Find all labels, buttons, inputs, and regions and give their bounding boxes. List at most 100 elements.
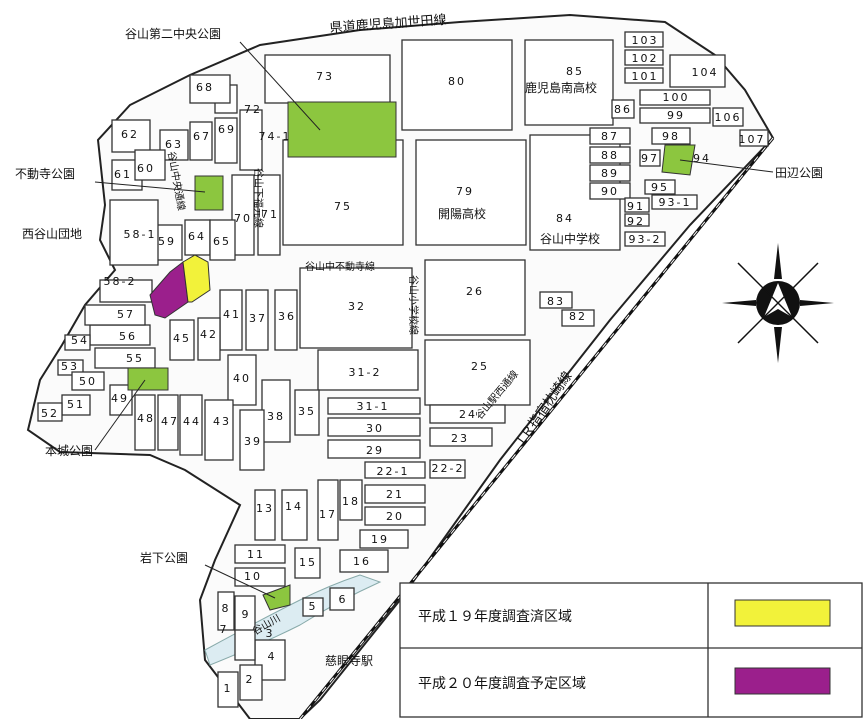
block-10: 10 <box>244 570 262 583</box>
block-95: 95 <box>651 181 669 194</box>
block-9: 9 <box>242 608 251 621</box>
block-74-1: 74-1 <box>259 130 292 143</box>
block-41: 41 <box>223 308 241 321</box>
block-54: 54 <box>71 334 89 347</box>
block-101: 101 <box>632 70 659 83</box>
block-14: 14 <box>285 500 303 513</box>
block-50: 50 <box>79 375 97 388</box>
block-62: 62 <box>121 128 139 141</box>
school-label-2: 開陽高校 <box>438 206 486 221</box>
block-99: 99 <box>667 109 685 122</box>
block-30: 30 <box>366 422 384 435</box>
block-16: 16 <box>353 555 371 568</box>
school-label-1: 鹿児島南高校 <box>525 80 597 95</box>
park-label-3: 田辺公園 <box>775 166 823 180</box>
block-52: 52 <box>41 407 59 420</box>
block-73: 73 <box>316 70 334 83</box>
block-40: 40 <box>233 372 251 385</box>
place-labels: 鹿児島南高校 開陽高校 谷山中学校 西谷山団地 慈眼寺駅 <box>22 80 600 668</box>
station-label: 慈眼寺駅 <box>325 653 373 668</box>
block-67: 67 <box>193 130 211 143</box>
block-51: 51 <box>67 398 85 411</box>
block-29: 29 <box>366 444 384 457</box>
block-92: 92 <box>627 215 645 228</box>
jr-line <box>298 137 775 719</box>
park-tanabe <box>661 144 696 176</box>
legend-swatch-surveyed <box>734 599 831 627</box>
block-35: 35 <box>298 405 316 418</box>
block-85: 85 <box>566 65 584 78</box>
legend-label-planned: 平成２０年度調査予定区域 <box>418 676 586 692</box>
block-6: 6 <box>339 593 348 606</box>
block-43: 43 <box>213 415 231 428</box>
block-39: 39 <box>244 435 262 448</box>
block-48: 48 <box>137 412 155 425</box>
park-fudoji <box>194 175 224 211</box>
blocks-east <box>539 31 769 327</box>
legend: 平成１９年度調査済区域 平成２０年度調査予定区域 <box>399 582 863 718</box>
block-32: 32 <box>348 300 366 313</box>
block-26: 26 <box>466 285 484 298</box>
road-label-local4: 谷山小学校線 <box>407 275 420 335</box>
block-90: 90 <box>601 185 619 198</box>
block-104: 104 <box>692 66 719 79</box>
block-107: 107 <box>739 133 766 146</box>
block-17: 17 <box>319 508 337 521</box>
block-numbers: 73 80 85 74-1 72 75 79 84 32 26 25 31-2 … <box>41 34 766 695</box>
road-label-local2: 谷山下福元線 <box>252 168 265 228</box>
block-68: 68 <box>196 81 214 94</box>
block-97: 97 <box>641 152 659 165</box>
block-72: 72 <box>244 103 262 116</box>
block-18: 18 <box>342 495 360 508</box>
block-103: 103 <box>632 34 659 47</box>
park-label-5: 岩下公園 <box>140 550 188 565</box>
block-59: 59 <box>158 235 176 248</box>
block-64: 64 <box>188 230 206 243</box>
block-37: 37 <box>249 312 267 325</box>
block-65: 65 <box>213 235 231 248</box>
block-80: 80 <box>448 75 466 88</box>
block-53: 53 <box>61 360 79 373</box>
legend-label-surveyed: 平成１９年度調査済区域 <box>418 609 572 625</box>
block-86: 86 <box>614 103 632 116</box>
block-4: 4 <box>268 650 277 663</box>
block-93-2: 93-2 <box>629 233 662 246</box>
block-36: 36 <box>278 310 296 323</box>
school-label-3: 谷山中学校 <box>540 231 600 246</box>
block-98: 98 <box>662 130 680 143</box>
block-31-1: 31-1 <box>357 400 390 413</box>
surveyed-area-h19 <box>182 254 211 303</box>
park-iwashita <box>262 584 291 611</box>
north-arrow-icon <box>722 243 834 363</box>
block-2: 2 <box>246 673 255 686</box>
block-58-2: 58-2 <box>104 275 137 288</box>
block-61: 61 <box>114 168 132 181</box>
block-87: 87 <box>601 130 619 143</box>
block-83: 83 <box>547 295 565 308</box>
block-22-1: 22-1 <box>377 465 410 478</box>
block-20: 20 <box>386 510 404 523</box>
block-21: 21 <box>386 488 404 501</box>
block-15: 15 <box>299 556 317 569</box>
block-49: 49 <box>111 392 129 405</box>
block-60: 60 <box>137 162 155 175</box>
block-44: 44 <box>183 415 201 428</box>
block-24: 24 <box>459 408 477 421</box>
block-70: 70 <box>234 212 252 225</box>
park-tanayama-daini <box>287 101 397 158</box>
block-42: 42 <box>200 328 218 341</box>
block-102: 102 <box>632 52 659 65</box>
park-label-4: 本城公園 <box>45 444 93 458</box>
block-63: 63 <box>165 138 183 151</box>
block-93-1: 93-1 <box>659 196 692 209</box>
parks <box>127 101 696 611</box>
legend-swatch-planned <box>734 667 831 695</box>
block-69: 69 <box>218 123 236 136</box>
block-25: 25 <box>471 360 489 373</box>
road-label-local5: 谷山中不動寺線 <box>305 260 375 273</box>
block-11: 11 <box>247 548 265 561</box>
blocks-central <box>37 74 320 471</box>
block-19: 19 <box>371 533 389 546</box>
block-3: 3 <box>266 627 275 640</box>
